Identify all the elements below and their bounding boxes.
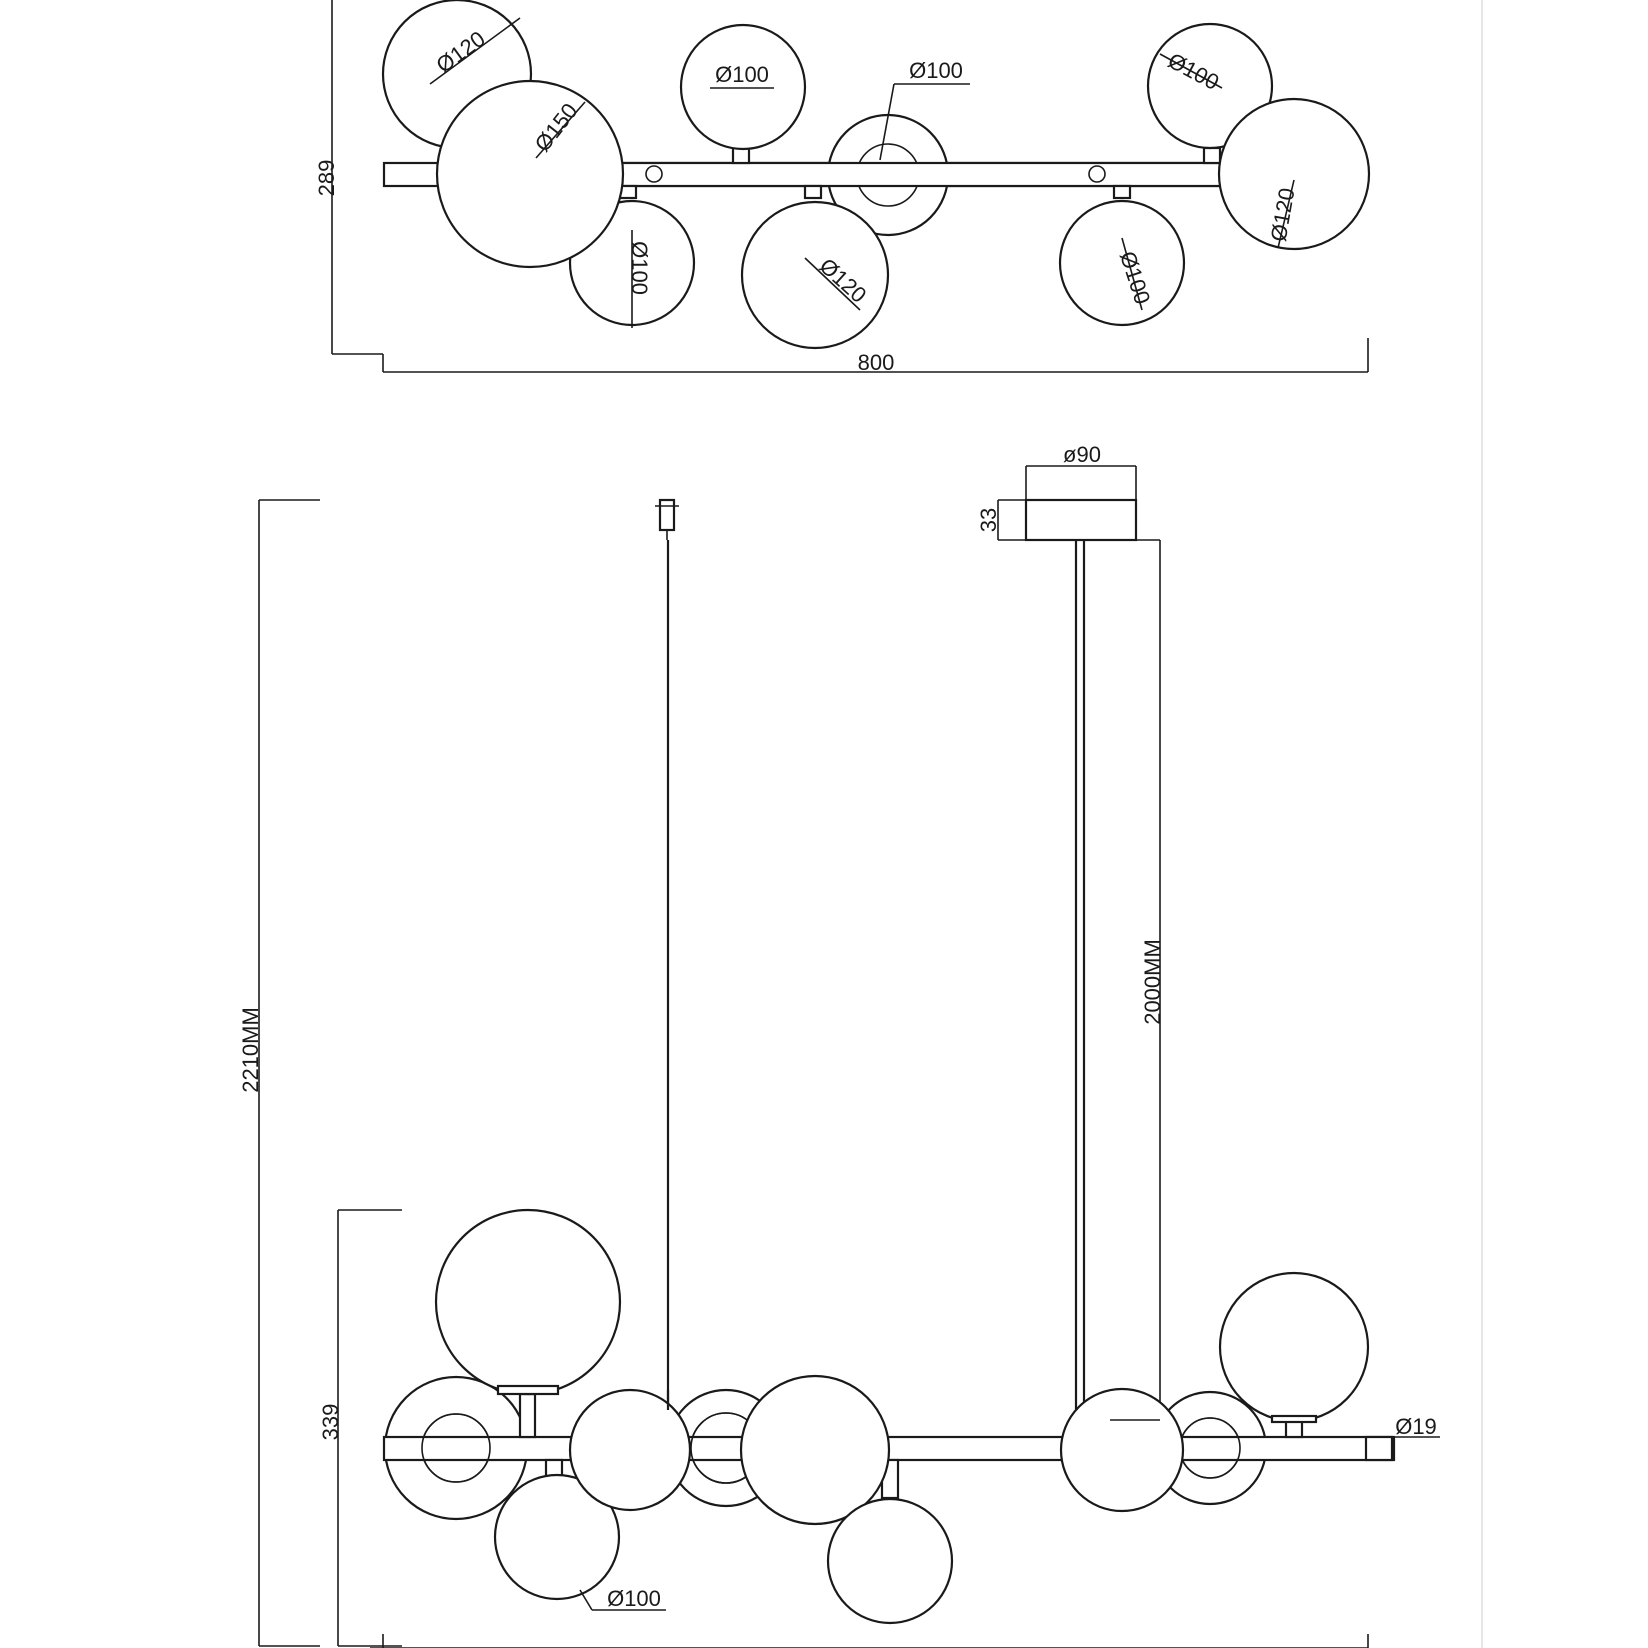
- side-globe: [434, 1208, 622, 1396]
- body-height-dimension: 339: [318, 1209, 402, 1647]
- total-height-label: 2210MM: [238, 1007, 263, 1093]
- top-globe-label: Ø100: [715, 62, 769, 87]
- top-globe-label: Ø100: [627, 241, 652, 295]
- canopy-diameter-label: ø90: [1063, 442, 1101, 467]
- cable-length-label: 2000MM: [1140, 939, 1165, 1025]
- left-suspension-wire: [655, 498, 679, 1410]
- top-joint: [645, 165, 663, 183]
- side-globe: [826, 1497, 954, 1625]
- top-globe: [1146, 22, 1274, 150]
- body-height-label: 339: [318, 1404, 343, 1441]
- bar-diameter-label: Ø19: [1395, 1414, 1437, 1439]
- canopy-height-label: 33: [976, 508, 1001, 532]
- canopy-body: [1024, 498, 1138, 542]
- side-globe: [493, 1473, 621, 1601]
- side-globe: [1059, 1387, 1185, 1513]
- suspension-rod: 2000MM: [1074, 539, 1165, 1421]
- side-globe: [1218, 1271, 1370, 1423]
- top-stub: [731, 146, 751, 165]
- top-stub: [1112, 184, 1132, 200]
- top-globe-label: Ø100: [909, 58, 963, 83]
- globe-stem: [518, 1392, 537, 1439]
- top-height-label: 289: [314, 160, 339, 197]
- top-joint: [1088, 165, 1106, 183]
- bar-end-cap: [1364, 1435, 1394, 1462]
- top-globe: [1058, 199, 1186, 327]
- top-width-dimension: 800: [383, 338, 1369, 375]
- side-view: 2210MM 339 800 ø90: [238, 442, 1440, 1648]
- top-globe: [740, 200, 890, 350]
- top-bar-front: [602, 161, 1302, 188]
- top-stub: [1202, 146, 1222, 165]
- top-view: 289: [314, 0, 1371, 375]
- top-globe: [679, 23, 807, 151]
- side-globe: [739, 1374, 891, 1526]
- bottom-width-label: 800: [858, 1643, 895, 1648]
- side-globe: [568, 1388, 692, 1512]
- total-height-dimension: 2210MM: [238, 499, 320, 1647]
- canopy: ø90 33: [976, 442, 1138, 542]
- top-globe: [1217, 97, 1371, 251]
- top-width-label: 800: [858, 350, 895, 375]
- top-globe: [435, 79, 625, 269]
- side-globe-label: Ø100: [607, 1586, 661, 1611]
- top-stub: [803, 184, 823, 200]
- top-height-dimension: 289: [314, 0, 384, 372]
- globe-stem: [544, 1458, 564, 1478]
